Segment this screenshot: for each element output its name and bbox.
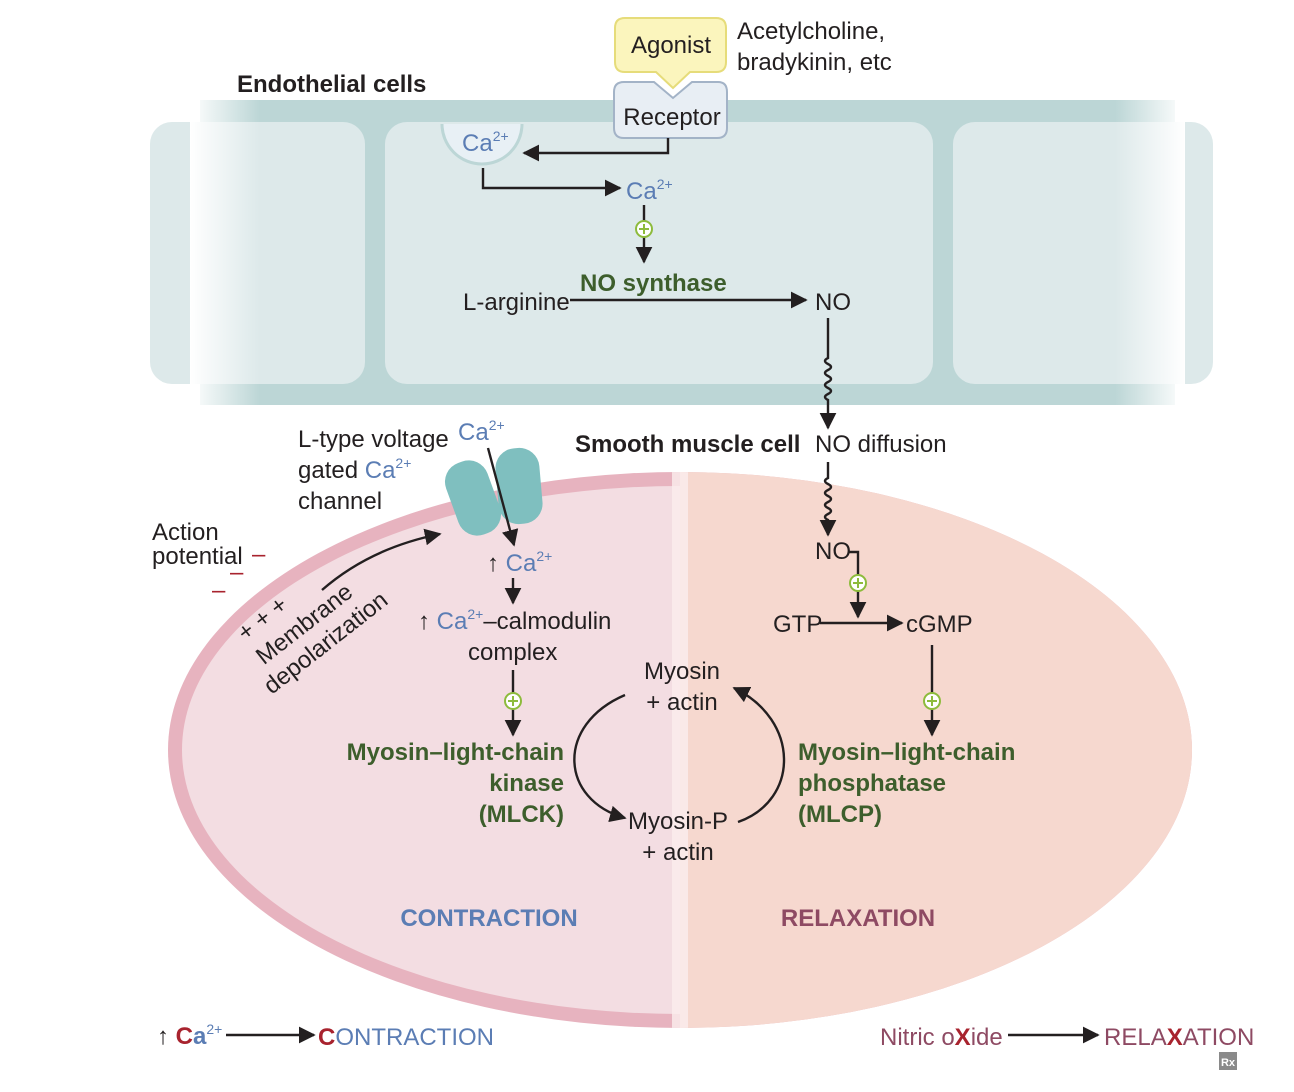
arrow-dephosphorylation (732, 686, 786, 824)
no-diffusion-path-upper (819, 318, 837, 430)
ca-calmodulin-line2: complex (468, 639, 557, 666)
l-type-ca-channel (444, 447, 543, 536)
svg-text:Rx: Rx (1221, 1057, 1236, 1069)
no-synthase-label: NO synthase (580, 270, 727, 297)
rx-logo: Rx (1219, 1052, 1237, 1070)
myosin-actin-line1: Myosin (644, 658, 720, 685)
mnemonic-relaxation: RELAXATION (1104, 1024, 1254, 1051)
agonist-examples-line2: bradykinin, etc (737, 49, 892, 76)
ca-store-label: Ca2+ (462, 128, 509, 157)
mnemonic-nitric-oxide: Nitric oXide (880, 1024, 1003, 1051)
l-arginine-label: L-arginine (463, 289, 570, 316)
mnemonic-ca-left: ↑ Ca2+ (157, 1021, 222, 1050)
no-product-label: NO (815, 289, 851, 316)
myosin-actin-line2: + actin (646, 689, 717, 716)
smooth-muscle-title: Smooth muscle cell (575, 431, 800, 458)
stimulation-icon-mlck (504, 692, 522, 710)
stimulation-icon-gc (849, 574, 867, 592)
myosin-p-actin-line2: + actin (642, 839, 713, 866)
receptor-label: Receptor (623, 104, 720, 131)
myosin-p-actin-line1: Myosin-P (628, 808, 728, 835)
mlck-line2: kinase (489, 770, 564, 797)
action-potential-line1: Action (152, 519, 219, 546)
no-diffusion-label: NO diffusion (815, 431, 947, 458)
ca-cytosol-label: Ca2+ (626, 176, 673, 205)
mlck-line1: Myosin–light-chain (347, 739, 564, 766)
receptor (613, 81, 728, 139)
stimulation-icon-mlcp (923, 692, 941, 710)
mlcp-line2: phosphatase (798, 770, 946, 797)
minus-sign-2: – (230, 559, 244, 586)
relaxation-label: RELAXATION (781, 905, 935, 932)
mlcp-line1: Myosin–light-chain (798, 739, 1015, 766)
ca-calmodulin-line1: ↑ Ca2+–calmodulin (418, 606, 611, 635)
endothelial-title: Endothelial cells (237, 71, 426, 98)
endothelial-layer (150, 95, 1213, 410)
stimulation-icon (635, 220, 653, 238)
arrow-no-to-cgmp (848, 550, 867, 619)
no-diffusion-path-lower (819, 462, 837, 537)
minus-sign-3: – (212, 577, 226, 604)
cgmp-label: cGMP (906, 611, 973, 638)
ca-store-er (440, 123, 524, 166)
ca-increase-label: ↑ Ca2+ (487, 548, 552, 577)
channel-label-line1: L-type voltage (298, 426, 449, 453)
mlck-line3: (MLCK) (479, 801, 564, 828)
arrow-depolarization-to-channel (321, 528, 442, 591)
contraction-label: CONTRACTION (400, 905, 577, 932)
arrow-ca-release (481, 168, 622, 197)
gtp-label: GTP (773, 611, 822, 638)
agonist-label: Agonist (631, 32, 711, 59)
channel-label-line3: channel (298, 488, 382, 515)
arrow-ca-influx (486, 447, 519, 547)
no-smooth-label: NO (815, 538, 851, 565)
agonist-callout (614, 17, 727, 90)
agonist-examples-line1: Acetylcholine, (737, 18, 885, 45)
ca-extracellular-label: Ca2+ (458, 417, 505, 446)
minus-sign-1: – (252, 541, 266, 568)
mlcp-line3: (MLCP) (798, 801, 882, 828)
mnemonic-contraction: CONTRACTION (318, 1024, 494, 1051)
action-potential-line2: potential (152, 543, 243, 570)
arrow-receptor-to-ca-store (522, 138, 670, 162)
channel-label-line2: gated Ca2+ (298, 455, 411, 484)
arrow-phosphorylation (573, 693, 627, 823)
